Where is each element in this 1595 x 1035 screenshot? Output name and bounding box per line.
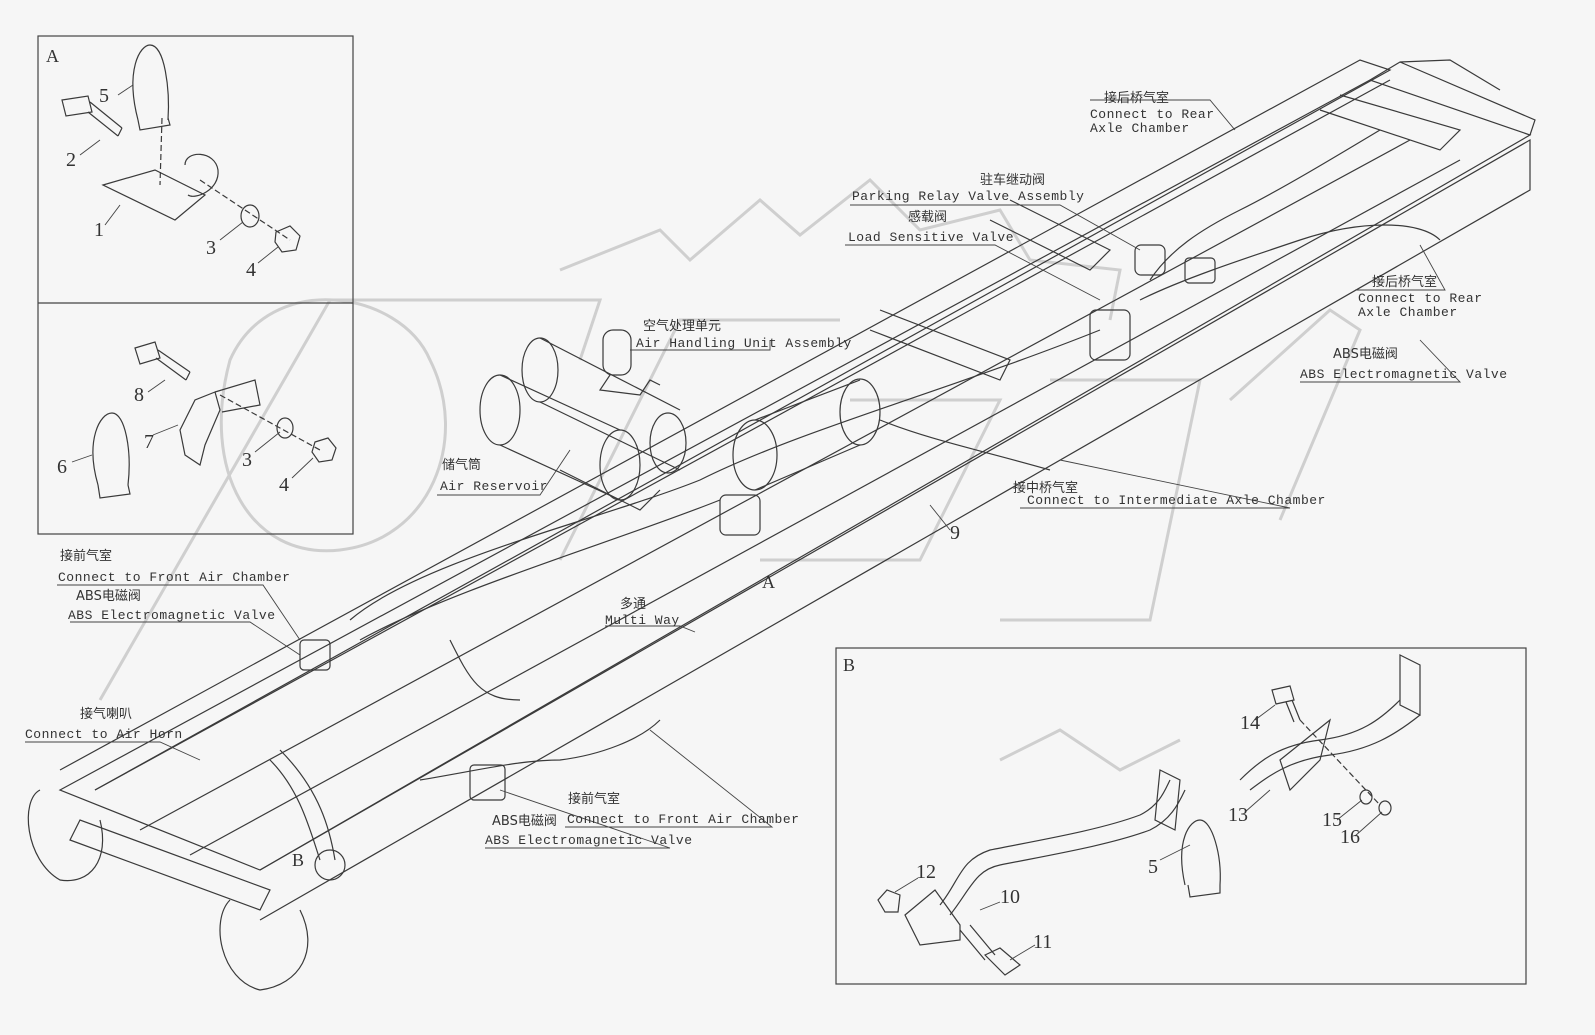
part-number-12: 12 <box>916 861 936 883</box>
callout-en: Connect to Rear <box>1358 291 1483 306</box>
part-number-3: 3 <box>206 237 216 259</box>
callout-cn: 接后桥气室 <box>1372 275 1438 290</box>
callout-cn: ABS电磁阀 <box>76 589 141 604</box>
callout-cn: 感载阀 <box>908 210 948 225</box>
callout-en: Connect to Front Air Chamber <box>567 812 800 827</box>
callout-abs-bottom-en: ABS Electromagnetic Valve <box>485 834 693 848</box>
callout-cn: ABS电磁阀 <box>1333 347 1398 362</box>
callout-en: ABS Electromagnetic Valve <box>68 608 276 623</box>
callout-en: ABS Electromagnetic Valve <box>1300 367 1508 382</box>
callout-abs-left-en: ABS Electromagnetic Valve <box>68 609 276 623</box>
callout-cn: 驻车继动阀 <box>980 173 1046 188</box>
callout-intermediate-axle-en: Connect to Intermediate Axle Chamber <box>1027 494 1326 508</box>
part-number-15: 15 <box>1322 809 1342 831</box>
callout-rear-axle-right-cn: 接后桥气室 <box>1372 276 1437 290</box>
part-number-4b: 4 <box>279 474 289 496</box>
detail-a-title: A <box>46 46 59 66</box>
part-number-5: 5 <box>99 85 109 107</box>
callout-front-chamber-bottom-cn: 接前气室 <box>568 793 620 807</box>
callout-cn: 接前气室 <box>60 549 113 564</box>
callout-air-horn-cn: 接气喇叭 <box>80 708 132 722</box>
callout-en: Connect to Rear <box>1090 107 1215 122</box>
callout-abs-right-cn: ABS电磁阀 <box>1333 348 1398 362</box>
callout-en: Load Sensitive Valve <box>848 230 1015 245</box>
part-number-8: 8 <box>134 384 144 406</box>
callout-rear-axle-top-en: Connect to Rear Axle Chamber <box>1090 108 1215 136</box>
callout-air-horn-en: Connect to Air Horn <box>25 728 183 742</box>
marker-a: A <box>762 572 775 592</box>
part-number-4: 4 <box>246 259 256 281</box>
callout-multi-way-cn: 多通 <box>620 598 646 612</box>
callout-abs-bottom-cn: ABS电磁阀 <box>492 815 557 829</box>
callout-cn: 接中桥气室 <box>1013 481 1079 496</box>
callout-en: Connect to Air Horn <box>25 727 183 742</box>
callout-abs-left-cn: ABS电磁阀 <box>76 590 141 604</box>
part-number-7: 7 <box>144 431 154 453</box>
callout-en: Multi Way <box>605 613 680 628</box>
callout-en: ABS Electromagnetic Valve <box>485 833 693 848</box>
callout-air-reservoir-en: Air Reservoir <box>440 480 548 494</box>
callout-en: Air Reservoir <box>440 479 548 494</box>
part-number-1: 1 <box>94 219 104 241</box>
callout-en: Air Handling Unit Assembly <box>636 336 852 351</box>
part-number-3b: 3 <box>242 449 252 471</box>
callout-air-handling-en: Air Handling Unit Assembly <box>636 337 852 351</box>
callout-en: Axle Chamber <box>1358 305 1458 320</box>
callout-en: Parking Relay Valve Assembly <box>852 189 1085 204</box>
callout-en: Connect to Front Air Chamber <box>58 570 291 585</box>
callout-abs-right-en: ABS Electromagnetic Valve <box>1300 368 1508 382</box>
part-number-11: 11 <box>1033 931 1053 953</box>
callout-cn: 多通 <box>620 597 647 612</box>
part-number-5b: 5 <box>1148 856 1158 878</box>
part-number-14: 14 <box>1240 712 1260 734</box>
detail-b-title: B <box>843 655 856 675</box>
part-number-13: 13 <box>1228 804 1248 826</box>
part-number-16: 16 <box>1340 826 1360 848</box>
callout-air-reservoir-cn: 储气筒 <box>442 459 481 473</box>
callout-rear-axle-right-en: Connect to Rear Axle Chamber <box>1358 292 1483 320</box>
marker-b: B <box>292 850 305 870</box>
callout-front-chamber-bottom-en: Connect to Front Air Chamber <box>567 813 799 827</box>
callout-cn: 空气处理单元 <box>643 319 722 334</box>
callout-intermediate-axle-cn: 接中桥气室 <box>1013 482 1078 496</box>
callout-cn: 接气喇叭 <box>80 707 133 722</box>
callout-parking-relay-en: Parking Relay Valve Assembly <box>852 190 1084 204</box>
callout-front-chamber-left-cn: 接前气室 <box>60 550 112 564</box>
callout-cn: 接前气室 <box>568 792 621 807</box>
callout-air-handling-cn: 空气处理单元 <box>643 320 721 334</box>
callout-multi-way-en: Multi Way <box>605 614 680 628</box>
part-number-6: 6 <box>57 456 67 478</box>
part-number-10: 10 <box>1000 886 1020 908</box>
callout-cn: 储气筒 <box>442 458 482 473</box>
callout-en: Connect to Intermediate Axle Chamber <box>1027 493 1326 508</box>
callout-front-chamber-left-en: Connect to Front Air Chamber <box>58 571 290 585</box>
callout-cn: ABS电磁阀 <box>492 814 557 829</box>
watermark-logo <box>98 177 1362 772</box>
callout-rear-axle-top: 接后桥气室 <box>1104 92 1169 106</box>
callout-cn: 接后桥气室 <box>1104 91 1170 106</box>
part-number-2: 2 <box>66 149 76 171</box>
callout-load-sensitive-cn: 感载阀 <box>908 211 947 225</box>
part-number-9: 9 <box>950 522 960 544</box>
callout-parking-relay-cn: 驻车继动阀 <box>980 174 1045 188</box>
callout-load-sensitive-en: Load Sensitive Valve <box>848 231 1014 245</box>
callout-en: Axle Chamber <box>1090 121 1190 136</box>
